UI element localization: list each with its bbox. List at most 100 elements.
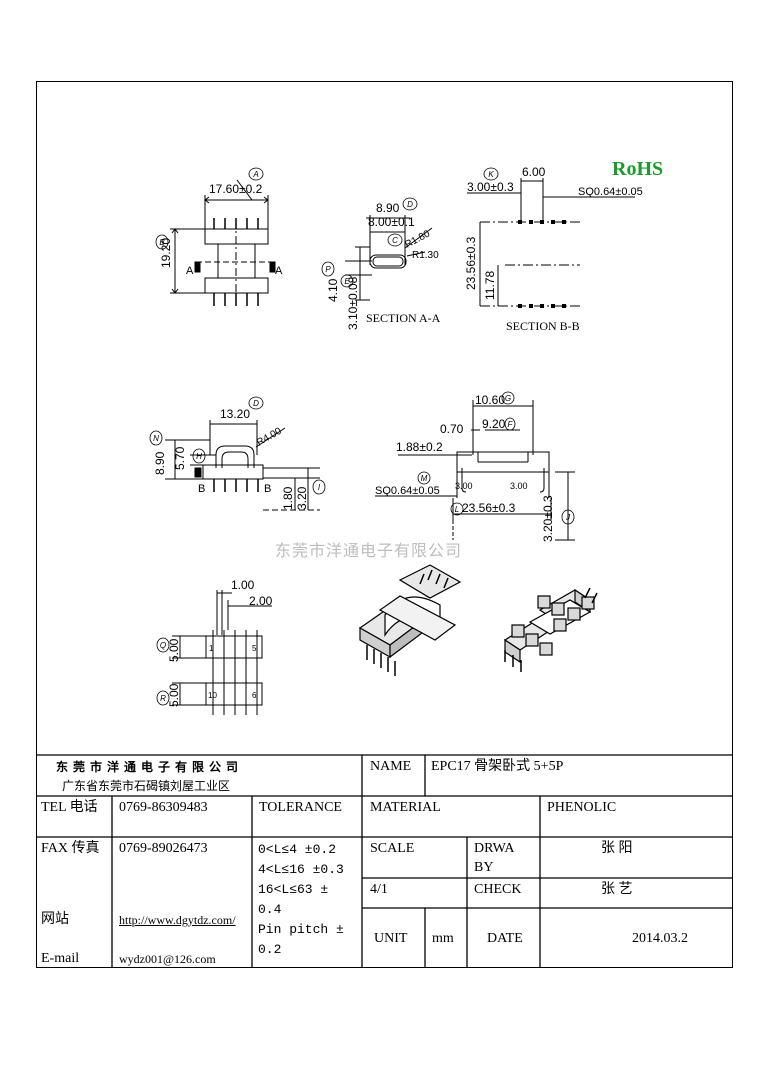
dim-3-00: 3.00±0.3 [467,180,514,194]
balloon-r: R [160,694,166,703]
section-mark-a-right: A [275,265,283,277]
balloon-e: E [344,277,350,286]
section-mark-b-right: B [264,483,271,495]
email-value: wydz001@126.com [119,952,216,966]
unit-label: UNIT [374,931,408,946]
pin-6-label: 6 [252,691,257,700]
dim-r1-30: R1.30 [412,250,439,261]
drawn-by-name: 张 阳 [601,841,633,856]
dim-1-00: 1.00 [231,578,255,592]
dim-r1-80: R1.80 [403,228,432,250]
balloon-c: C [392,236,398,245]
tel-value: 0769-86309483 [119,800,208,815]
tolerance-line: 0.4 [258,902,282,917]
dim-5-00-bottom: 5.00 [167,683,181,707]
tolerance-line: 16<L≤63 ± [258,882,329,897]
balloon-p: P [325,265,331,274]
dim-0-70: 0.70 [440,422,464,436]
scale-value: 4/1 [370,882,388,897]
material-label: MATERIAL [370,800,441,815]
dim-10-60: 10.60 [475,393,505,407]
company-watermark: 东莞市洋通电子有限公司 [275,541,463,560]
balloon-j: J [565,513,571,522]
dim-23-56-b: 23.56±0.3 [462,501,516,515]
dim-5-00-top: 5.00 [167,638,181,662]
dim-9-20: 9.20 [482,417,506,431]
dim-4-10: 4.10 [326,278,340,302]
pin-1-label: 1 [209,644,214,653]
dim-3-20: 3.20 [295,486,309,510]
check-label: CHECK [474,882,522,897]
balloon-d2: D [253,399,259,408]
balloon-d: D [407,200,413,209]
balloon-f: F [508,420,514,429]
tolerance-table: 0<L≤4 ±0.2 4<L≤16 ±0.3 16<L≤63 ± 0.4 Pin… [258,840,344,960]
drawn-label: DRWA [474,841,515,856]
date-label: DATE [487,931,523,946]
dim-2-00: 2.00 [249,594,273,608]
balloon-b: B [159,238,165,247]
dim-8-90: 8.90 [376,201,400,215]
balloon-k: K [488,170,494,179]
balloon-h: H [196,452,202,461]
dim-8-00: 8.00±0.1 [368,215,415,229]
dim-sq-064-top: SQ0.64±0.05 [578,186,643,198]
dim-3-10: 3.10±0.08 [346,276,360,330]
balloon-q: Q [160,641,166,650]
email-label: E-mail [41,951,80,966]
dim-13-20: 13.20 [220,407,250,421]
dim-6-00: 6.00 [522,165,546,179]
pin-5-label: 5 [252,644,257,653]
dim-8-90-side: 8.90 [153,451,167,475]
dim-r4-00: R4.00 [255,426,284,449]
bobbin-3d-view-right [503,587,598,672]
section-mark-b-left: B [198,483,205,495]
tolerance-line: 0<L≤4 ±0.2 [258,842,337,857]
view-section-a-a [345,215,433,301]
dim-sq-064-front: SQ0.64±0.05 [375,485,440,497]
company-address: 广东省东莞市石碣镇刘屋工业区 [62,779,231,793]
dim-3-00-left: 3.00 [455,481,473,491]
view-section-b-b [467,178,635,308]
view-footprint [172,590,272,715]
dim-19-20: 19.20 [159,238,173,268]
balloon-i: I [318,483,321,492]
scale-label: SCALE [370,841,415,856]
fax-label: FAX 传真 [41,841,100,856]
tolerance-line: Pin pitch ± [258,922,344,937]
company-name: 东 莞 市 洋 通 电 子 有 限 公 司 [56,760,240,774]
balloon-a: A [252,170,258,179]
view-side [165,420,320,511]
dim-11-78: 11.78 [483,271,497,300]
website-label: 网站 [41,912,69,927]
fax-value: 0769-89026473 [119,841,208,856]
dim-23-56-a: 23.56±0.3 [464,236,478,290]
balloon-m: M [421,474,428,483]
view-top [170,179,276,306]
dim-17-60: 17.60±0.2 [209,182,263,196]
dim-3-20-front: 3.20±0.3 [541,495,555,542]
website-link[interactable]: http://www.dgytdz.com/ [119,913,236,927]
balloon-l: L [455,505,459,514]
section-a-a-label: SECTION A-A [366,311,441,325]
drawn-label-by: BY [474,860,494,875]
pin-10-label: 10 [208,691,217,700]
tolerance-line: 4<L≤16 ±0.3 [258,862,344,877]
product-name: EPC17 骨架卧式 5+5P [431,759,564,774]
section-b-b-label: SECTION B-B [506,319,580,333]
view-front [375,400,575,541]
drawing-sheet-border [36,81,733,968]
tel-label: TEL 电话 [41,800,98,815]
material-value: PHENOLIC [547,800,617,815]
balloon-n: N [153,434,159,443]
dim-1-80: 1.80 [281,486,295,510]
checked-by-name: 张 艺 [601,882,633,897]
section-mark-a-left: A [186,265,194,277]
balloon-g: G [505,394,511,403]
tolerance-line: 0.2 [258,942,282,957]
callout-balloons [149,167,575,706]
dim-5-70: 5.70 [173,446,187,470]
date-value: 2014.03.2 [632,931,688,946]
name-label: NAME [370,759,412,774]
